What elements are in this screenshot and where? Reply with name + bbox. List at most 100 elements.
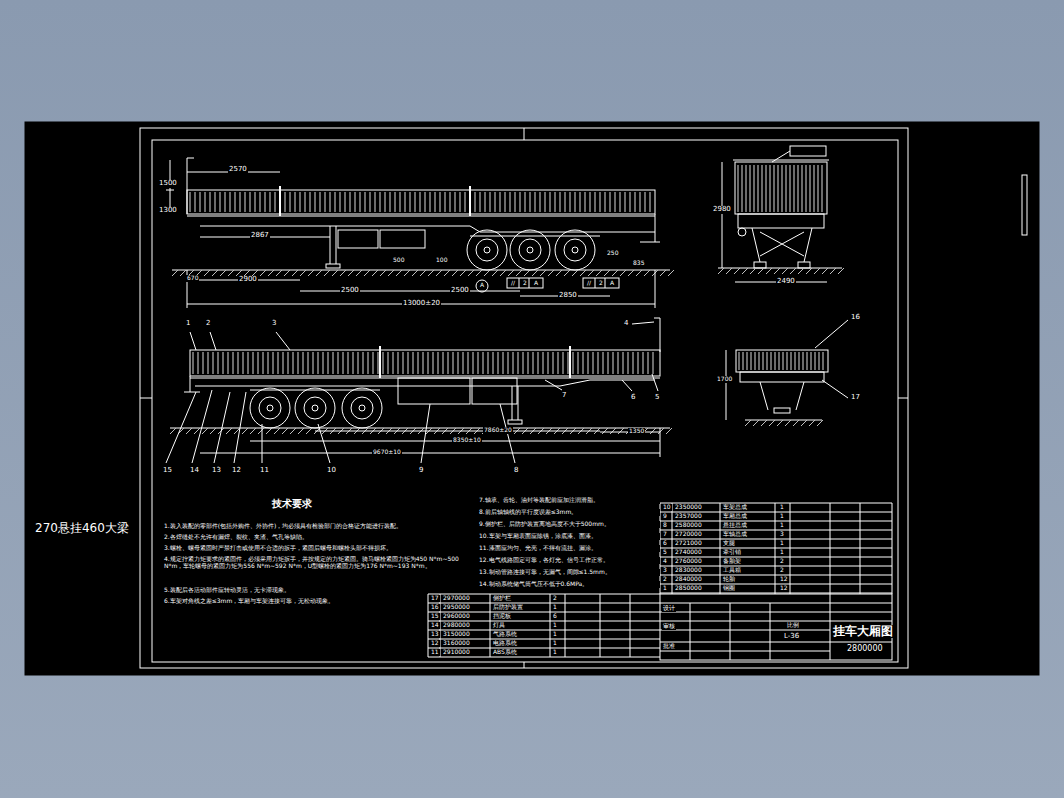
rail-stake — [488, 352, 489, 374]
rail-stake — [779, 352, 780, 370]
rail-stake — [453, 352, 454, 374]
table-cell: 12 — [779, 576, 789, 583]
table-cell: 1 — [779, 522, 785, 529]
rail-stake — [475, 192, 476, 212]
table-line — [672, 503, 673, 594]
ground-hatch — [340, 270, 346, 276]
rail-stake — [822, 165, 823, 212]
table-cell: 侧护栏 — [492, 595, 512, 602]
rail-stake — [445, 192, 446, 212]
center-mark — [898, 398, 908, 399]
rail-stake — [818, 165, 819, 212]
rail-stake — [782, 165, 783, 212]
rail-post — [569, 346, 571, 378]
rail-stake — [435, 192, 436, 212]
leader-line — [214, 392, 230, 463]
ground-hatch — [364, 270, 370, 276]
title-cell: 审核 — [662, 623, 676, 630]
table-cell: 钢圈 — [722, 585, 736, 592]
dimension-text: 2980 — [712, 206, 732, 214]
table-line — [730, 603, 731, 660]
rail-stake — [498, 352, 499, 374]
ground-hatch — [814, 268, 820, 274]
leader-line — [262, 424, 263, 463]
ground-hatch — [380, 270, 386, 276]
rail-stake — [298, 352, 299, 374]
table-cell: ABS系统 — [492, 649, 518, 656]
rail-stake — [575, 192, 576, 212]
rail-stake — [528, 352, 529, 374]
rail-stake — [233, 352, 234, 374]
rail-stake — [308, 352, 309, 374]
rail-stake — [565, 192, 566, 212]
rail-stake — [398, 352, 399, 374]
rail-stake — [771, 352, 772, 370]
rail-stake — [245, 192, 246, 212]
outer-frame — [140, 128, 908, 668]
table-line — [490, 594, 491, 657]
table-cell: 12 — [779, 585, 789, 592]
dimension-text: 500 — [392, 257, 405, 264]
rail-stake — [463, 352, 464, 374]
table-cell: 11 — [430, 649, 440, 656]
ground-hatch — [666, 428, 672, 434]
landing-gear — [330, 226, 331, 264]
chassis-beam — [195, 386, 560, 387]
note-line: 9.侧护栏、后防护装置离地高度不大于500mm。 — [478, 521, 660, 528]
wheel-rim — [351, 397, 373, 419]
wheel-circle — [295, 388, 335, 428]
rail-stake — [770, 165, 771, 212]
table-cell: 2720000 — [674, 531, 703, 538]
tolerance-frame — [583, 278, 619, 288]
dimension-text: 2900 — [238, 276, 258, 284]
ground-hatch — [596, 270, 602, 276]
callout-number: 7 — [561, 392, 567, 400]
wheel-circle — [510, 230, 550, 270]
rail-stake — [365, 192, 366, 212]
rail-stake — [355, 192, 356, 212]
ground-hatch — [276, 270, 282, 276]
table-cell: 3 — [779, 531, 785, 538]
ground-hatch — [830, 268, 836, 274]
wheel-hub — [312, 405, 318, 411]
rail-stake — [545, 192, 546, 212]
callout-number: 9 — [418, 467, 424, 475]
rail-stake — [548, 352, 549, 374]
table-cell: 1 — [552, 631, 558, 638]
ground-hatch — [572, 270, 578, 276]
landing-foot — [508, 420, 522, 424]
rail-stake — [213, 352, 214, 374]
dimension-text: 2850 — [558, 292, 578, 300]
rail-stake — [270, 192, 271, 212]
callout-number: 16 — [850, 314, 861, 322]
ground-hatch — [258, 428, 264, 434]
rear-foot — [754, 262, 766, 268]
ground-hatch — [564, 270, 570, 276]
dimension-text: 2490 — [776, 278, 796, 286]
rail-stake — [323, 352, 324, 374]
rail-stake — [645, 192, 646, 212]
table-cell: 悬挂总成 — [722, 522, 748, 529]
rail-stake — [755, 352, 756, 370]
leader-line — [421, 404, 430, 463]
rail-post — [379, 346, 381, 378]
rail-stake — [505, 192, 506, 212]
ground-hatch — [300, 270, 306, 276]
rail-stake — [378, 352, 379, 374]
leader-line — [192, 390, 212, 463]
headboard — [654, 318, 660, 319]
ground-hatch — [372, 270, 378, 276]
leader-line — [276, 332, 290, 350]
ground-hatch — [170, 428, 176, 434]
table-line — [660, 630, 830, 631]
note-line: 6.车架对角线之差≤3mm，车厢与车架连接可靠，无松动现象。 — [163, 598, 420, 605]
callout-number: 4 — [623, 320, 629, 328]
rail-stake — [338, 352, 339, 374]
rail-stake — [610, 192, 611, 212]
dimension-line — [722, 162, 723, 268]
dimension-text: 13000±20 — [402, 300, 441, 308]
rail-stake — [328, 352, 329, 374]
rail-stake — [223, 352, 224, 374]
rail-stake — [795, 352, 796, 370]
ground-hatch — [308, 270, 314, 276]
